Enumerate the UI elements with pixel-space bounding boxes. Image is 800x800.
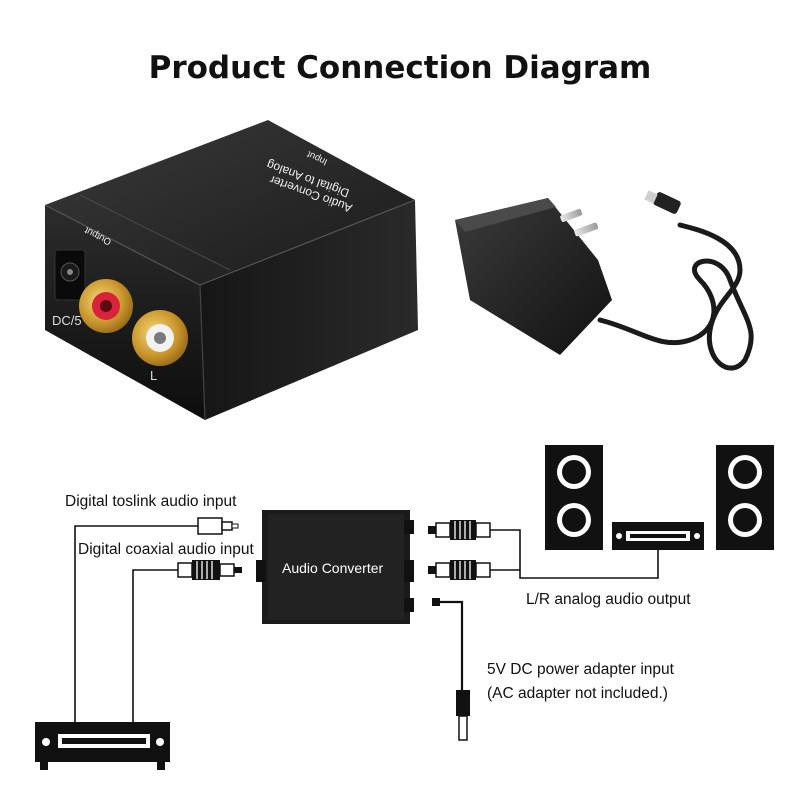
speaker-right bbox=[716, 445, 774, 550]
toslink-input-label: Digital toslink audio input bbox=[65, 493, 237, 510]
rca-jack-white bbox=[132, 310, 188, 366]
converter-top-face bbox=[45, 120, 415, 285]
converter-product-photo: Output Digital to Analog Audio Converter… bbox=[44, 120, 418, 421]
rca-output-plug-top-icon bbox=[428, 520, 491, 540]
usb-power-plug-icon bbox=[432, 598, 470, 741]
coaxial-input-label: Digital coaxial audio input bbox=[78, 541, 254, 558]
dc-jack-label: DC/5 bbox=[52, 313, 82, 328]
rca-output-plug-bottom-icon bbox=[428, 560, 491, 580]
power-note-label: (AC adapter not included.) bbox=[487, 685, 668, 702]
analog-output-label: L/R analog audio output bbox=[526, 591, 691, 608]
rca-jack-red bbox=[79, 279, 133, 333]
speaker-left bbox=[545, 445, 603, 550]
converter-side-face bbox=[200, 200, 418, 420]
power-input-label: 5V DC power adapter input bbox=[487, 661, 675, 678]
coaxial-plug-icon bbox=[177, 560, 242, 580]
converter-box-label: Audio Converter bbox=[282, 560, 384, 576]
rca-jack-label: L bbox=[150, 368, 157, 383]
source-player bbox=[35, 722, 170, 770]
converter-box: Audio Converter bbox=[256, 510, 414, 624]
power-adapter-photo bbox=[455, 190, 754, 371]
amplifier bbox=[612, 522, 704, 550]
toslink-plug-icon bbox=[197, 517, 239, 535]
connection-cables bbox=[74, 525, 659, 722]
page-title: Product Connection Diagram bbox=[148, 50, 652, 86]
